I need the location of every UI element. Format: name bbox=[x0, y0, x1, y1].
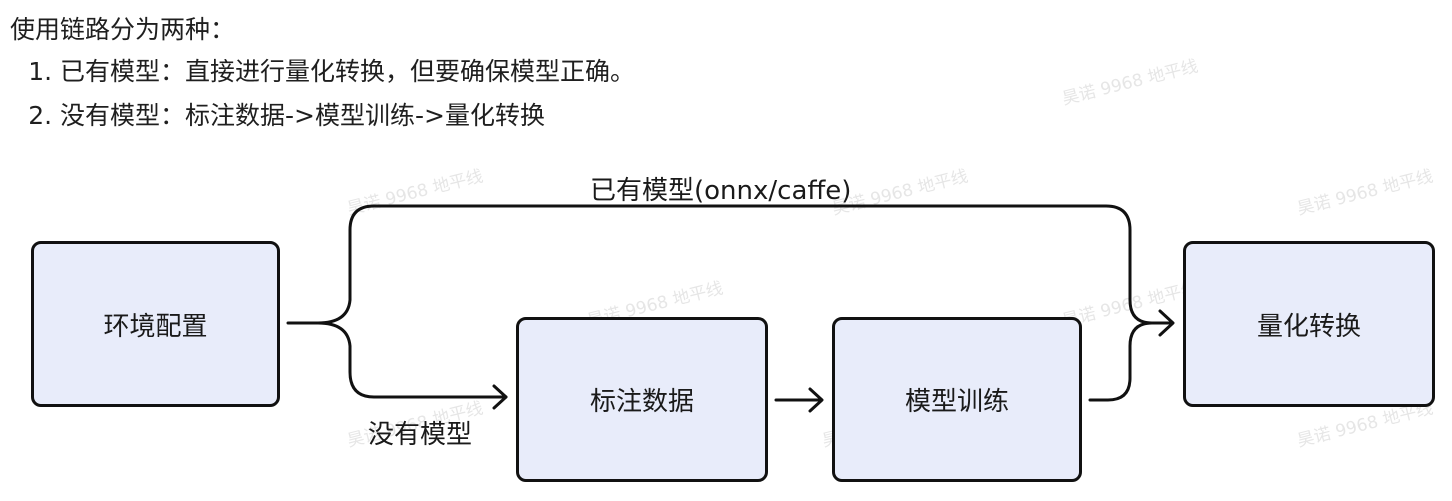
node-quant-convert: 量化转换 bbox=[1183, 241, 1435, 407]
arrowhead bbox=[492, 384, 508, 410]
edge-label-no-model: 没有模型 bbox=[368, 420, 473, 450]
edge-has-model bbox=[286, 204, 1174, 325]
node-label-data: 标注数据 bbox=[516, 317, 768, 482]
edge-train-to-quant bbox=[1088, 321, 1154, 402]
intro-heading: 使用链路分为两种： bbox=[10, 15, 236, 44]
intro-list-item: 已有模型：直接进行量化转换，但要确保模型正确。 bbox=[60, 50, 635, 94]
arrowhead bbox=[1158, 309, 1175, 337]
intro-list-item: 没有模型：标注数据->模型训练->量化转换 bbox=[60, 94, 635, 138]
node-model-train: 模型训练 bbox=[832, 317, 1082, 482]
edge-no-model bbox=[316, 321, 508, 399]
intro-list: 已有模型：直接进行量化转换，但要确保模型正确。 没有模型：标注数据->模型训练-… bbox=[10, 50, 635, 138]
intro-text: 使用链路分为两种： 已有模型：直接进行量化转换，但要确保模型正确。 没有模型：标… bbox=[10, 12, 635, 138]
arrowhead bbox=[808, 387, 824, 413]
edge-label-has-model: 已有模型(onnx/caffe) bbox=[590, 176, 852, 206]
node-env-setup: 环境配置 bbox=[31, 241, 280, 407]
